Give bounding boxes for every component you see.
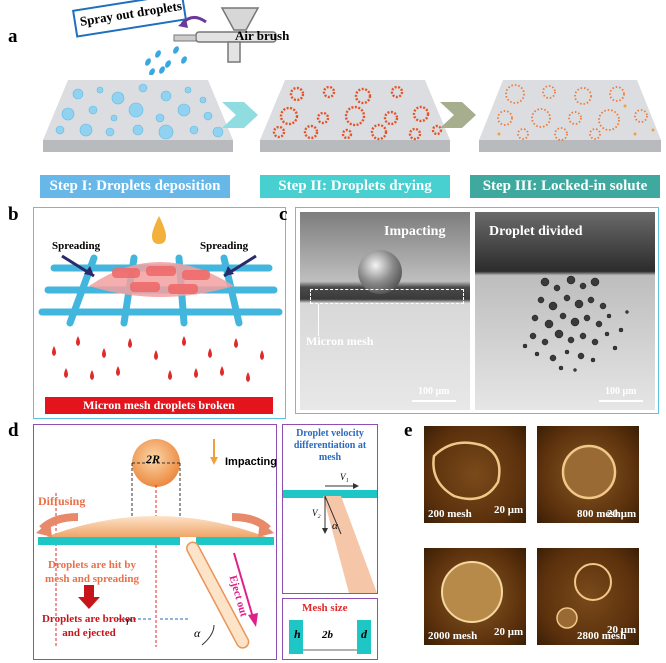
airbrush-icon [173,7,277,63]
droplet-sphere [358,250,402,294]
mesh-pointer [318,304,319,336]
panel-c-label: c [279,204,288,225]
panel-b-frame [33,207,286,419]
impact-diagram [36,439,274,649]
broken-text: Droplets are broken and ejected [41,613,137,639]
mesh-dashed-box [310,289,464,304]
drop-2r-label: 2R [146,452,161,466]
step2-plate [260,80,450,152]
afm-800-scale: 20 μm [607,508,637,520]
sem-divided: Droplet divided 100 μm [475,212,655,410]
diffusing-label: Diffusing [38,494,86,508]
mesh-size-diagram [289,620,371,654]
mesh-illustration [38,216,283,382]
step1-label: Step I: Droplets deposition [40,175,230,198]
mesh-size-title: Mesh size [302,602,348,614]
velocity-box [282,424,378,594]
arrow-right-2 [440,102,476,128]
divided-title: Droplet divided [489,224,583,239]
velocity-diagram [283,483,377,593]
alpha-label: α [194,626,201,640]
afm-800-mesh: 800 mesh [577,508,621,520]
panel-a-label: a [8,26,18,47]
afm-800: 800 mesh 20 μm [537,426,639,523]
b-label: 2b [322,629,333,641]
afm-200-mesh: 200 mesh [428,508,472,520]
afm-200: 200 mesh 20 μm [424,426,526,523]
afm-2800-scale: 20 μm [607,624,637,636]
impacting-label: Impacting [225,456,277,468]
afm-200-scale: 20 μm [494,504,524,516]
spreading-left: Spreading [52,240,101,252]
step1-plate [43,80,233,152]
scale-right: 100 μm [605,386,637,397]
d-label: d [361,627,367,641]
sem-impacting: Impacting Micron mesh 100 μm [300,212,470,410]
spreading-right: Spreading [200,240,249,252]
panel-d-label: d [8,420,19,441]
step3-label: Step III: Locked-in solute [470,175,660,198]
v1-label: V₁ [340,472,349,482]
panel-c-frame [295,207,659,414]
alpha2-label: α [332,520,338,532]
panel-e-label: e [404,420,413,441]
hit-text: Droplets are hit by mesh and spreading [45,559,139,585]
micron-mesh-label: Micron mesh [306,334,374,348]
mesh-size-box [282,598,378,660]
panel-d-frame [33,424,277,660]
droplet-fragments [522,275,629,372]
spray-droplets [145,46,187,75]
panel-b-caption: Micron mesh droplets broken [45,397,273,414]
airbrush-label: Air brush [235,28,290,43]
scale-bar-left [412,400,456,402]
velocity-title: Droplet velocity differentiation at mesh [293,428,367,463]
h-label: h [294,627,301,641]
afm-2000: 2000 mesh 20 μm [424,548,526,645]
scale-left: 100 μm [418,386,450,397]
afm-2800: 2800 mesh 20 μm [537,548,639,645]
r-label: r [126,614,131,628]
impacting-title: Impacting [384,224,446,239]
panel-b-label: b [8,204,19,225]
v2-label: V₂ [312,508,321,518]
step3-plate [479,80,661,152]
arrow-right-1 [222,102,258,128]
afm-2000-scale: 20 μm [494,626,524,638]
scale-bar-right [599,400,643,402]
step2-label: Step II: Droplets drying [260,175,450,198]
afm-2800-mesh: 2800 mesh [577,630,627,642]
afm-2000-mesh: 2000 mesh [428,630,478,642]
